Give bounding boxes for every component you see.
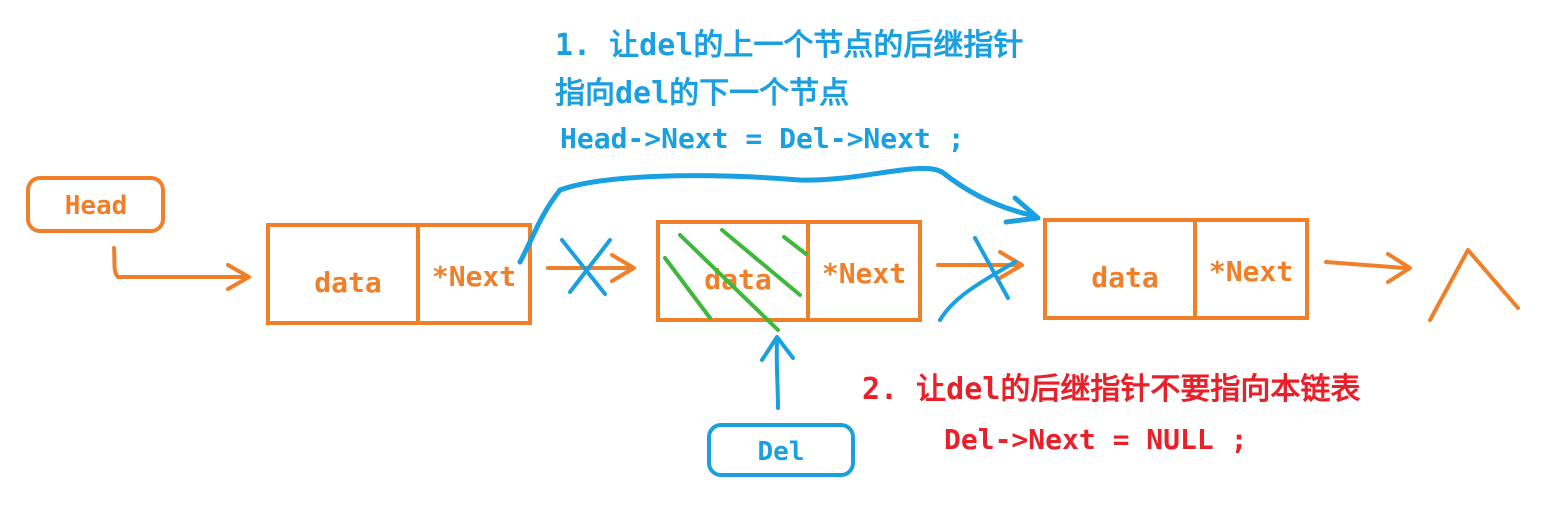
node-2-box — [656, 220, 922, 322]
node1-arrowhead-icon — [610, 253, 636, 283]
cross-out-2b-icon — [938, 260, 1017, 322]
node-1: data *Next — [266, 223, 532, 325]
bypass-pointer-arrow — [517, 165, 1033, 265]
head-arrowhead-icon — [226, 263, 251, 291]
strike-line-1 — [663, 256, 712, 320]
strike-line-2 — [678, 233, 780, 332]
node2-arrowhead-icon — [998, 250, 1024, 280]
node-2-deleted: data *Next — [656, 220, 922, 332]
strike-line-3 — [720, 228, 802, 297]
node-3: data *Next — [1043, 218, 1309, 320]
node3-arrowhead-icon — [1386, 252, 1412, 284]
null-terminator-caret-icon — [1428, 248, 1520, 322]
node-3-next: *Next — [1209, 255, 1293, 288]
step1-code: Head->Next = Del->Next ; — [560, 122, 965, 155]
cross-out-2-icon — [973, 236, 1010, 300]
node-2-next: *Next — [822, 257, 906, 290]
step1-line2: 指向del的下一个节点 — [555, 76, 849, 111]
bypass-arrowhead-icon — [1003, 195, 1041, 225]
step1-line1: 1. 让del的上一个节点的后继指针 — [555, 28, 1023, 63]
del-pointer-box — [707, 423, 855, 477]
node-3-box — [1043, 218, 1309, 320]
node-1-data: data — [314, 266, 381, 299]
node-1-next: *Next — [432, 260, 516, 293]
head-pointer-label: Head — [65, 191, 128, 221]
node-1-box — [266, 223, 532, 325]
cross-out-1b-icon — [568, 238, 612, 294]
step2-line1: 2. 让del的后继指针不要指向本链表 — [862, 372, 1360, 407]
del-pointer-arrow — [774, 338, 780, 410]
node-3-data: data — [1091, 261, 1158, 294]
head-to-node1-arrow — [112, 246, 247, 279]
del-arrowhead-icon — [760, 335, 795, 362]
del-pointer-label: Del — [758, 437, 805, 467]
node3-to-null-arrow — [1324, 260, 1407, 270]
head-pointer-box — [26, 176, 165, 233]
cross-out-1-icon — [560, 238, 607, 296]
step2-code: Del->Next = NULL ; — [944, 423, 1247, 456]
strike-line-4 — [782, 235, 808, 256]
